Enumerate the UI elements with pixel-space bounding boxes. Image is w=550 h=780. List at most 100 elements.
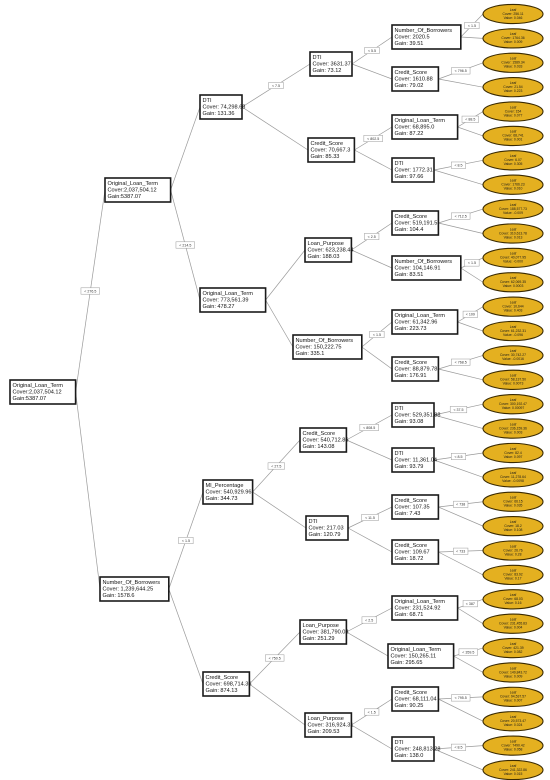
leaf-edge-label-24: < 387 (466, 602, 475, 606)
tree-nodes: Original_Loan_TermCover:2,037,504.12Gain… (9, 24, 462, 762)
node-cover: Cover: 1772.31 (395, 167, 433, 173)
leaf-edge-17 (433, 414, 484, 429)
leaf-edge-3 (438, 78, 484, 88)
leaf-title: Leaf (510, 398, 517, 402)
leaf-cover: Cover: 20,573.47 (500, 719, 526, 723)
node-cover: Cover: 70,667.3 (311, 147, 351, 153)
node-box (391, 494, 440, 520)
leaf-ellipse (482, 150, 544, 171)
leaf-ellipse (482, 735, 544, 756)
node-box (202, 479, 254, 505)
leaf-cover: Cover: 83.92 (503, 573, 523, 577)
leaf-title: Leaf (510, 666, 517, 670)
node-cover: Cover: 68,895.0 (395, 124, 435, 130)
tree-edge-labels: < 276.5< 7.5< 5.5< 802.5< 214.5< 2.5< 1.… (80, 22, 480, 751)
leaf-cover: Cover: 310,613.78 (499, 231, 527, 235)
node-gain: Gain: 83.51 (395, 272, 424, 278)
leaf-value: Value: 0.17 (505, 577, 522, 581)
node-gain: Gain:5387.07 (13, 396, 47, 402)
leaf-edge-label-10: < 1.5 (468, 261, 476, 265)
node-feature: DTI (395, 406, 404, 412)
node-box (391, 157, 435, 183)
node-feature: Number_Of_Borrowers (103, 580, 161, 586)
edge-label-n18: < 27.5 (271, 464, 281, 468)
leaf-cover: Cover: 231,455.83 (499, 621, 527, 625)
edge-label-n1: < 276.5 (84, 289, 96, 293)
leaf-title: Leaf (510, 496, 517, 500)
node-feature: MI_Percentage (206, 483, 244, 489)
root-node: Original_Loan_TermCover:2,037,504.12Gain… (9, 379, 77, 405)
node-feature: DTI (395, 451, 404, 457)
node-feature: Original_Loan_Term (108, 181, 159, 187)
leaf-cover: Cover: 1766.23 (501, 183, 524, 187)
edge-label-n7-box (363, 135, 383, 142)
node-cover: Cover: 1610.88 (395, 76, 433, 82)
edge-label-n4: < 5.5 (368, 49, 376, 53)
leaf-ellipse (482, 320, 544, 342)
node-cover: Cover: 61,342.96 (395, 319, 438, 325)
node-cover: Cover:2,037,504.12 (108, 187, 157, 193)
leaf-title: Leaf (510, 471, 517, 475)
node-cover: Cover: 773,561.39 (203, 297, 249, 303)
node-cover: Cover: 217.03 (309, 525, 344, 531)
leaf-edge-label-30-box (451, 743, 466, 751)
leaf-title: Leaf (510, 325, 517, 329)
node-box (299, 427, 348, 453)
leaf-value: Value: 0.0003 (503, 284, 524, 288)
leaf-edge-label-20: < 738 (456, 503, 465, 507)
edge-label-n25: < 750.5 (269, 656, 281, 660)
edge-label-n29-box (364, 708, 380, 716)
leaf-ellipse (482, 589, 544, 610)
node-box (391, 255, 462, 281)
node-gain: Gain: 478.27 (203, 304, 235, 310)
leaf-title: Leaf (510, 130, 517, 134)
tree-edge-n30 (351, 724, 393, 750)
node-cover: Cover: 74,298.68 (203, 104, 246, 110)
node-gain: Gain: 73.12 (313, 68, 342, 74)
leaf-value: Value: 0.003 (504, 430, 523, 434)
leaf-value: Value: 0.16 (505, 601, 522, 605)
node-cover: Cover:2,037,504.12 (13, 389, 62, 395)
leaf-title: Leaf (510, 739, 517, 743)
leaf-edge-15 (438, 368, 484, 381)
leaf-cover: Cover: 236,159.36 (499, 426, 527, 430)
leaf-ellipse (482, 28, 544, 49)
node-feature: Number_Of_Borrowers (395, 259, 453, 265)
node-gain: Gain: 223.73 (395, 326, 427, 332)
leaf-value: Value: 0.0073 (503, 382, 524, 386)
leaf-value: Value: 0.013 (504, 235, 523, 239)
leaf-ellipse (482, 394, 544, 415)
leaf-ellipse (482, 467, 544, 488)
node-gain: Gain: 87.22 (395, 131, 424, 137)
leaf-edge-label-12-box (462, 310, 478, 318)
tree-edge-n5 (351, 63, 393, 80)
leaf-title: Leaf (510, 300, 517, 304)
leaf-ellipse (482, 540, 544, 561)
node-box (99, 576, 170, 602)
node-feature: Loan_Purpose (303, 623, 339, 629)
leaf-edge-label-18: < 8.5 (454, 455, 462, 459)
leaf-cover: Cover: 94,537.57 (500, 695, 526, 699)
leaf-edge-13 (457, 321, 484, 332)
leaf-value: Value: 0.010 (504, 187, 523, 191)
